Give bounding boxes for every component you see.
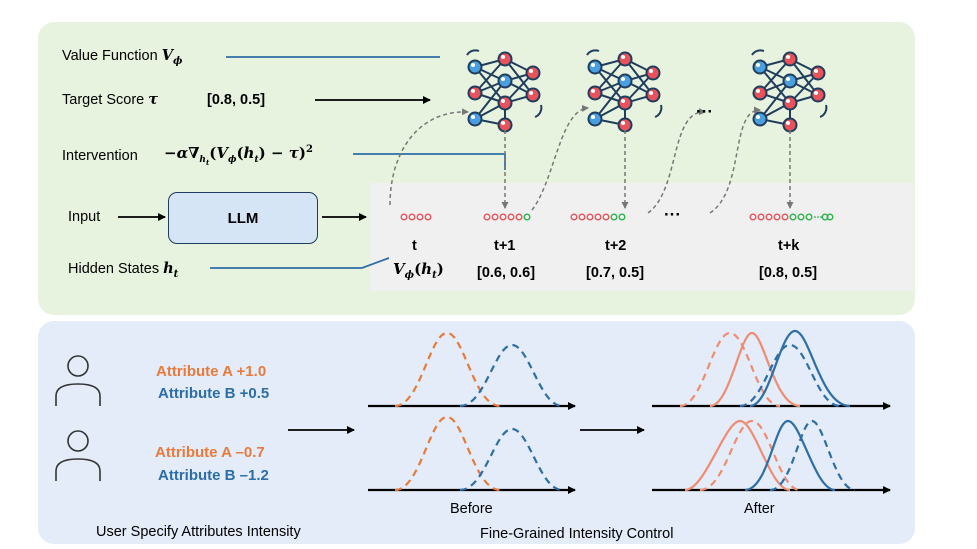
step-score: [0.6, 0.6] [477,265,536,281]
value-network-icon [751,49,828,133]
input-label: Input [68,209,101,225]
user2-attribute-b: Attribute B –1.2 [158,467,269,484]
step-label: t+2 [605,238,627,254]
step-score: [0.7, 0.5] [586,265,645,281]
control-caption: Fine-Grained Intensity Control [480,526,674,542]
step-label: t [412,238,417,254]
after-label: After [744,501,775,517]
state-to-network-arrow [531,104,589,211]
user-icon [55,355,101,406]
target-score-label: Target Score τ [62,91,159,108]
ellipsis-top: ··· [696,102,713,121]
state-to-network-arrow [389,108,469,206]
hidden-states-area [370,183,914,291]
user1-attribute-a: Attribute A +1.0 [156,363,267,380]
after-distributions [679,329,856,492]
token-dots [400,213,789,221]
ellipsis-mid: ··· [664,205,681,224]
llm-box: LLM [168,192,318,244]
state-to-network-arrow [709,106,761,214]
before-distributions [394,331,563,492]
value-network-icon [466,49,543,133]
value-function-label: Value Function Vϕ [62,47,183,67]
before-label: Before [450,501,493,517]
user2-attribute-a: Attribute A –0.7 [155,444,265,461]
intervention-line [353,153,506,170]
value-network-icon [586,49,663,133]
generated-token-dots [523,213,829,221]
user-icon [55,430,101,481]
state-to-network-arrow [647,108,706,214]
intervention-label: Intervention [62,148,138,164]
intervention-formula: −α∇ht(Vϕ(ht) − τ)2 [164,144,313,167]
bottom-panel [38,321,915,544]
hidden-states-line [210,257,390,269]
step-label: t+k [778,238,800,254]
distribution-axes [368,402,891,494]
user-caption: User Specify Attributes Intensity [96,524,301,540]
target-score-value: [0.8, 0.5] [207,92,266,108]
hidden-states-label: Hidden States ht [68,260,179,280]
step-score: [0.8, 0.5] [759,265,818,281]
step-score-formula: Vϕ(ht) [393,260,444,281]
step-label: t+1 [494,238,516,254]
user1-attribute-b: Attribute B +0.5 [158,385,270,402]
